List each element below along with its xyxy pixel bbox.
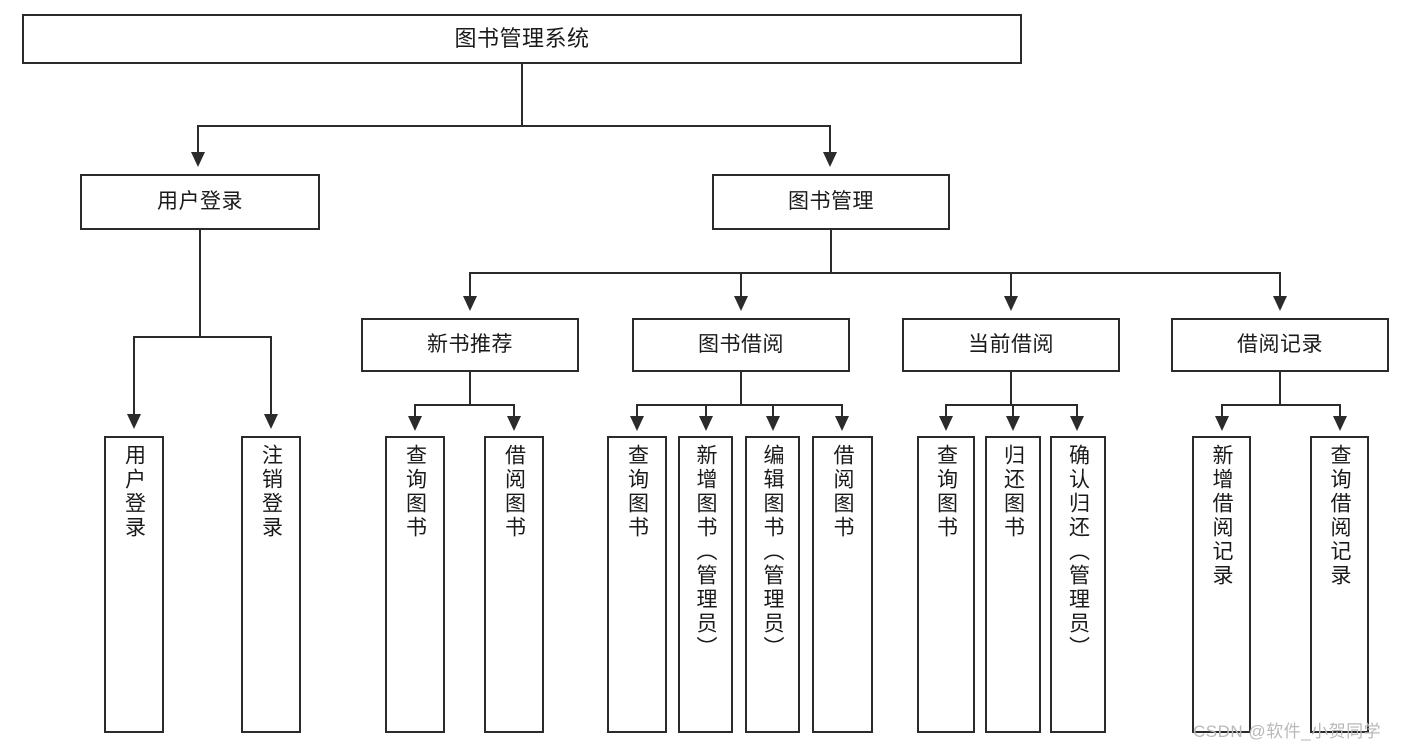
- node-leaf-return-book[interactable]: 归还图书: [985, 436, 1041, 733]
- arrow-to-leaf-query-book-1: [408, 416, 422, 431]
- connector-drop-leaf-borrow-book-2: [841, 404, 843, 418]
- arrow-to-new-book-recommend: [463, 296, 477, 311]
- node-label: 确认归还（管理员）: [1066, 444, 1090, 660]
- node-current-borrow[interactable]: 当前借阅: [902, 318, 1120, 372]
- node-label: 归还图书: [1001, 444, 1025, 540]
- node-book-management[interactable]: 图书管理: [712, 174, 950, 230]
- node-label: 图书借阅: [698, 332, 784, 356]
- node-label: 借阅记录: [1237, 332, 1323, 356]
- arrow-to-leaf-user-logout: [264, 414, 278, 429]
- arrow-to-leaf-borrow-book-2: [835, 416, 849, 431]
- node-borrow-record[interactable]: 借阅记录: [1171, 318, 1389, 372]
- arrow-to-leaf-confirm-return: [1070, 416, 1084, 431]
- arrow-to-leaf-add-book: [699, 416, 713, 431]
- arrow-to-leaf-borrow-book-1: [507, 416, 521, 431]
- node-label: 图书管理: [788, 189, 874, 213]
- arrow-to-leaf-query-book-2: [630, 416, 644, 431]
- connector-drop-leaf-query-book-2: [636, 404, 638, 418]
- node-label: 查询图书: [934, 444, 958, 540]
- node-label: 注销登录: [259, 444, 283, 540]
- node-leaf-borrow-book-1[interactable]: 借阅图书: [484, 436, 544, 733]
- node-label: 新增图书（管理员）: [694, 444, 717, 660]
- connector-drop-book-borrow: [740, 272, 742, 298]
- connector-drop-leaf-query-book-1: [414, 404, 416, 418]
- connector-book-management-stem: [830, 230, 832, 272]
- connector-drop-borrow-record: [1279, 272, 1281, 298]
- node-label: 用户登录: [122, 444, 146, 540]
- connector-drop-leaf-add-record: [1221, 404, 1223, 418]
- connector-level2-bus: [197, 125, 831, 127]
- arrow-to-leaf-return-book: [1006, 416, 1020, 431]
- connector-drop-leaf-confirm-return: [1076, 404, 1078, 418]
- connector-user-login-stem: [199, 230, 201, 336]
- node-label: 查询图书: [403, 444, 427, 540]
- connector-user-login-bus: [133, 336, 271, 338]
- connector-book-borrow-stem: [740, 372, 742, 404]
- connector-drop-book-management: [829, 125, 831, 154]
- connector-drop-user-login: [197, 125, 199, 154]
- arrow-to-leaf-add-record: [1215, 416, 1229, 431]
- arrow-to-borrow-record: [1273, 296, 1287, 311]
- node-label: 当前借阅: [968, 332, 1054, 356]
- connector-drop-leaf-edit-book: [772, 404, 774, 418]
- node-root-system[interactable]: 图书管理系统: [22, 14, 1022, 64]
- node-leaf-user-login[interactable]: 用户登录: [104, 436, 164, 733]
- connector-new-book-recommend-bus: [414, 404, 515, 406]
- connector-drop-leaf-query-book-3: [945, 404, 947, 418]
- node-leaf-add-book[interactable]: 新增图书（管理员）: [678, 436, 733, 733]
- csdn-watermark: CSDN @软件_小贺同学: [1193, 722, 1382, 741]
- arrow-to-leaf-query-book-3: [939, 416, 953, 431]
- node-leaf-edit-book[interactable]: 编辑图书（管理员）: [745, 436, 800, 733]
- connector-drop-leaf-borrow-book-1: [513, 404, 515, 418]
- node-label: 借阅图书: [502, 444, 526, 540]
- node-leaf-query-book-1[interactable]: 查询图书: [385, 436, 445, 733]
- connector-drop-leaf-add-book: [705, 404, 707, 418]
- connector-drop-leaf-return-book: [1012, 404, 1014, 418]
- node-label: 用户登录: [157, 189, 243, 213]
- connector-drop-leaf-user-login: [133, 336, 135, 416]
- arrow-to-leaf-edit-book: [766, 416, 780, 431]
- node-label: 借阅图书: [831, 444, 854, 540]
- node-label: 编辑图书（管理员）: [761, 444, 784, 660]
- arrow-to-leaf-query-record: [1333, 416, 1347, 431]
- connector-borrow-record-stem: [1279, 372, 1281, 404]
- arrow-to-current-borrow: [1004, 296, 1018, 311]
- node-label: 查询图书: [625, 444, 649, 540]
- node-leaf-user-logout[interactable]: 注销登录: [241, 436, 301, 733]
- arrow-to-book-borrow: [734, 296, 748, 311]
- node-leaf-query-book-2[interactable]: 查询图书: [607, 436, 667, 733]
- connector-drop-leaf-user-logout: [270, 336, 272, 416]
- arrow-to-leaf-user-login: [127, 414, 141, 429]
- node-label: 图书管理系统: [454, 26, 590, 52]
- arrow-to-book-management: [823, 152, 837, 167]
- node-leaf-query-record[interactable]: 查询借阅记录: [1310, 436, 1369, 733]
- connector-current-borrow-bus: [945, 404, 1078, 406]
- node-new-book-recommend[interactable]: 新书推荐: [361, 318, 579, 372]
- connector-drop-current-borrow: [1010, 272, 1012, 298]
- connector-root-stem: [521, 64, 523, 125]
- arrow-to-user-login: [191, 152, 205, 167]
- connector-current-borrow-stem: [1010, 372, 1012, 404]
- node-leaf-query-book-3[interactable]: 查询图书: [917, 436, 975, 733]
- node-label: 查询借阅记录: [1328, 444, 1351, 588]
- node-label: 新增借阅记录: [1210, 444, 1233, 588]
- node-user-login[interactable]: 用户登录: [80, 174, 320, 230]
- connector-level3-bus: [469, 272, 1281, 274]
- connector-new-book-recommend-stem: [469, 372, 471, 404]
- connector-book-borrow-bus: [636, 404, 843, 406]
- connector-borrow-record-bus: [1221, 404, 1340, 406]
- connector-drop-new-book-recommend: [469, 272, 471, 298]
- node-leaf-add-record[interactable]: 新增借阅记录: [1192, 436, 1251, 733]
- connector-drop-leaf-query-record: [1339, 404, 1341, 418]
- node-leaf-confirm-return[interactable]: 确认归还（管理员）: [1050, 436, 1106, 733]
- node-leaf-borrow-book-2[interactable]: 借阅图书: [812, 436, 873, 733]
- node-book-borrow[interactable]: 图书借阅: [632, 318, 850, 372]
- node-label: 新书推荐: [427, 332, 513, 356]
